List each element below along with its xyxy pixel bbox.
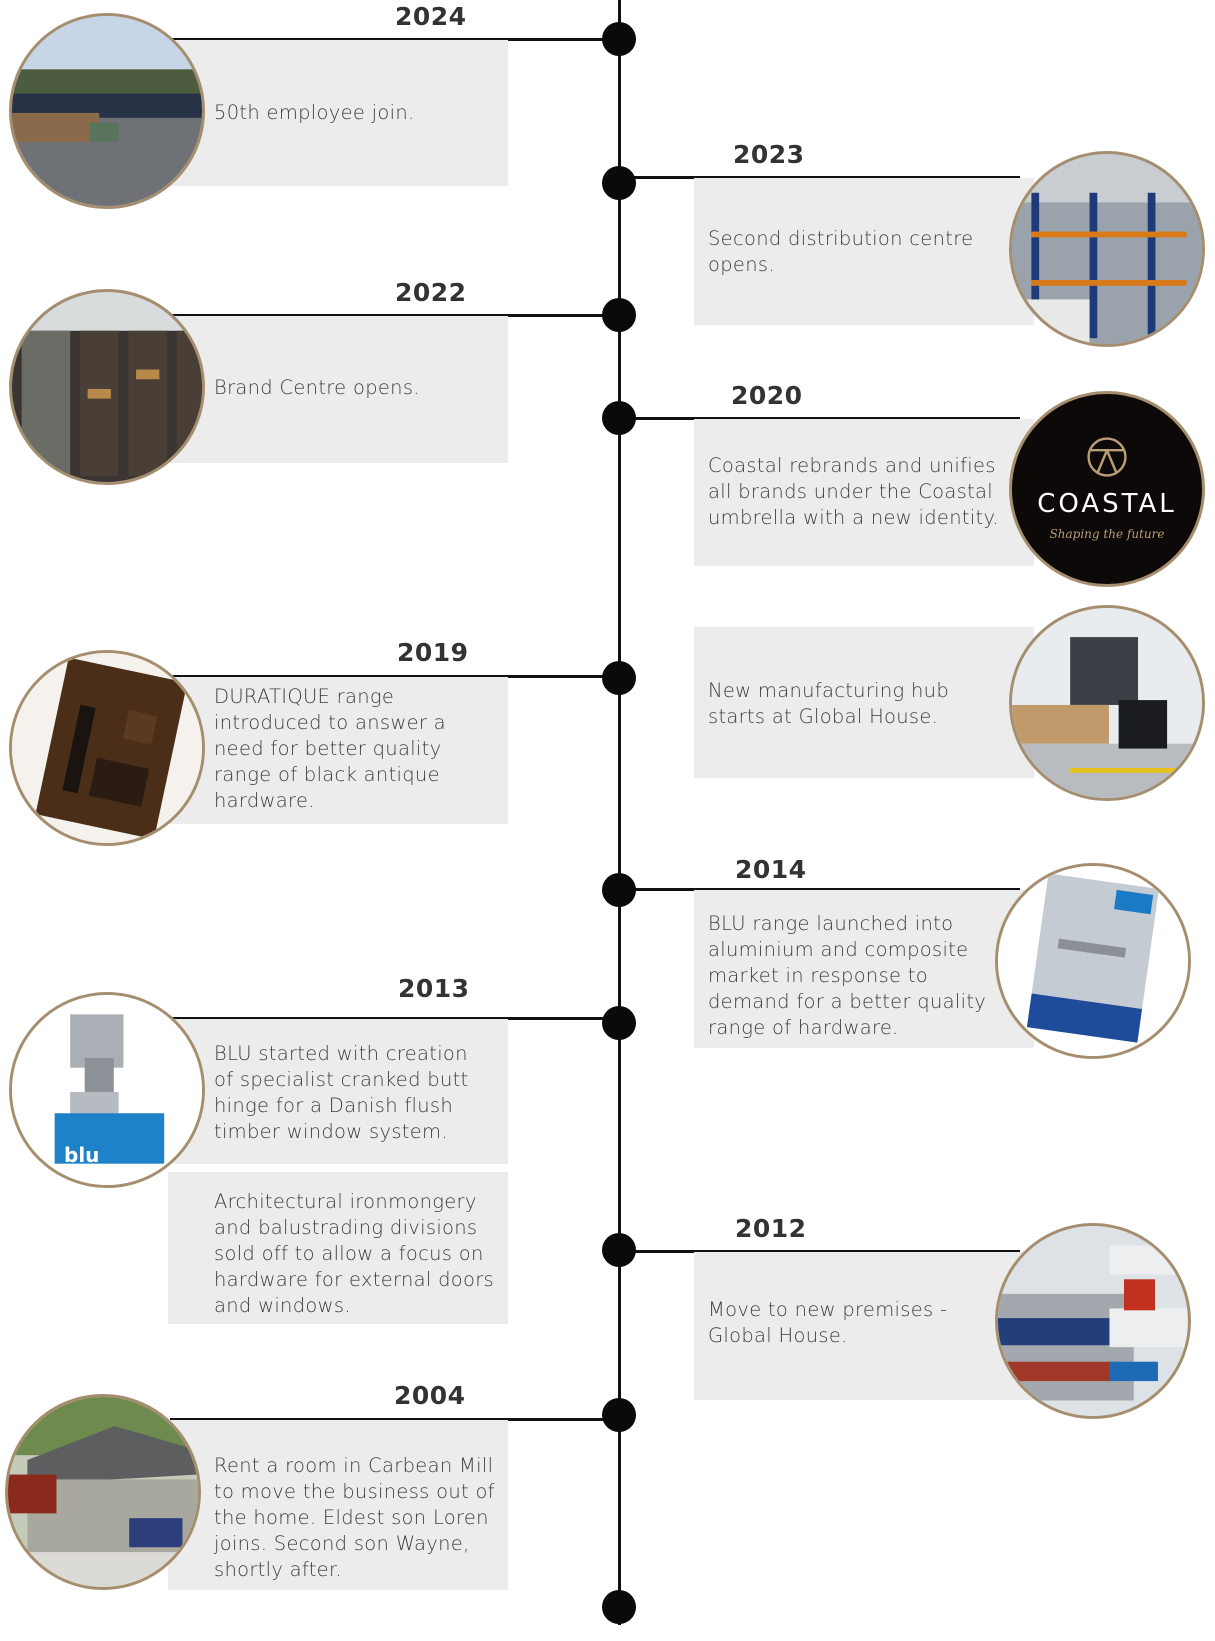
logo-wordmark: COASTAL: [1037, 489, 1177, 519]
connector-2022: [170, 314, 620, 317]
year-label: 2020: [731, 381, 803, 410]
event-card-2004: [168, 1420, 508, 1590]
year-label: 2024: [395, 2, 467, 31]
event-card-2024: [168, 40, 508, 186]
event-card-2012: [694, 1252, 1034, 1400]
timeline-dot-2023: [602, 166, 636, 200]
event-text: BLU started with creation of specialist …: [214, 1042, 469, 1143]
event-text: DURATIQUE range introduced to answer a n…: [214, 685, 446, 812]
event-card-2014: [694, 890, 1034, 1048]
staff-group-photo: [9, 13, 205, 209]
year-label: 2012: [735, 1214, 807, 1243]
timeline-dot-2020: [602, 401, 636, 435]
event-card-2013: [168, 1019, 508, 1164]
year-label: 2014: [735, 855, 807, 884]
coastal-logo: COASTAL Shaping the future: [1009, 391, 1205, 587]
connector-2004: [170, 1418, 620, 1421]
blu-hinge-photo: blu: [9, 992, 205, 1188]
blu-badge: blu: [64, 1143, 100, 1167]
connector-2013: [170, 1017, 620, 1020]
timeline-dot-2012: [602, 1233, 636, 1267]
year-label: 2004: [394, 1381, 466, 1410]
year-label: 2013: [398, 974, 470, 1003]
global-house-photo: [995, 1223, 1191, 1419]
timeline-dot-2019: [602, 661, 636, 695]
timeline-dot-2004: [602, 1398, 636, 1432]
event-text: Brand Centre opens.: [214, 376, 420, 399]
year-label: 2022: [395, 278, 467, 307]
event-card-2023: [694, 178, 1034, 325]
event-card-manufacturing: [694, 627, 1034, 778]
connector-2024: [170, 38, 620, 41]
event-text: Move to new premises - Global House.: [708, 1298, 948, 1347]
connector-2014: [620, 888, 1020, 891]
timeline-dot-2022: [602, 298, 636, 332]
event-text: New manufacturing hub starts at Global H…: [708, 679, 950, 728]
event-text: Architectural ironmongery and balustradi…: [214, 1190, 495, 1317]
warehouse-photo: [1009, 151, 1205, 347]
event-text: BLU range launched into aluminium and co…: [708, 912, 987, 1039]
event-card-ironmongery: [168, 1172, 508, 1324]
timeline-end-dot: [602, 1590, 636, 1624]
event-card-2019: [168, 677, 508, 824]
connector-2019: [170, 675, 620, 678]
event-card-2020: [694, 419, 1034, 566]
timeline-dot-2014: [602, 873, 636, 907]
connector-2023: [620, 176, 1020, 179]
event-card-2022: [168, 316, 508, 463]
carbean-mill-photo: [5, 1394, 201, 1590]
event-text: Second distribution centre opens.: [708, 227, 974, 276]
timeline-axis: [618, 0, 621, 1625]
blu-brochure-photo: [995, 863, 1191, 1059]
logo-tagline: Shaping the future: [1049, 527, 1165, 541]
event-text: 50th employee join.: [214, 101, 415, 124]
connector-2012: [620, 1250, 1020, 1253]
duratique-brochure-photo: [9, 650, 205, 846]
event-text: Coastal rebrands and unifies all brands …: [708, 454, 1000, 529]
showroom-photo: [9, 289, 205, 485]
connector-2020: [620, 417, 1020, 420]
manufacturing-hub-photo: [1009, 605, 1205, 801]
timeline-dot-2013: [602, 1006, 636, 1040]
event-text: Rent a room in Carbean Mill to move the …: [214, 1454, 495, 1581]
timeline-dot-2024: [602, 22, 636, 56]
year-label: 2019: [397, 638, 469, 667]
year-label: 2023: [733, 140, 805, 169]
